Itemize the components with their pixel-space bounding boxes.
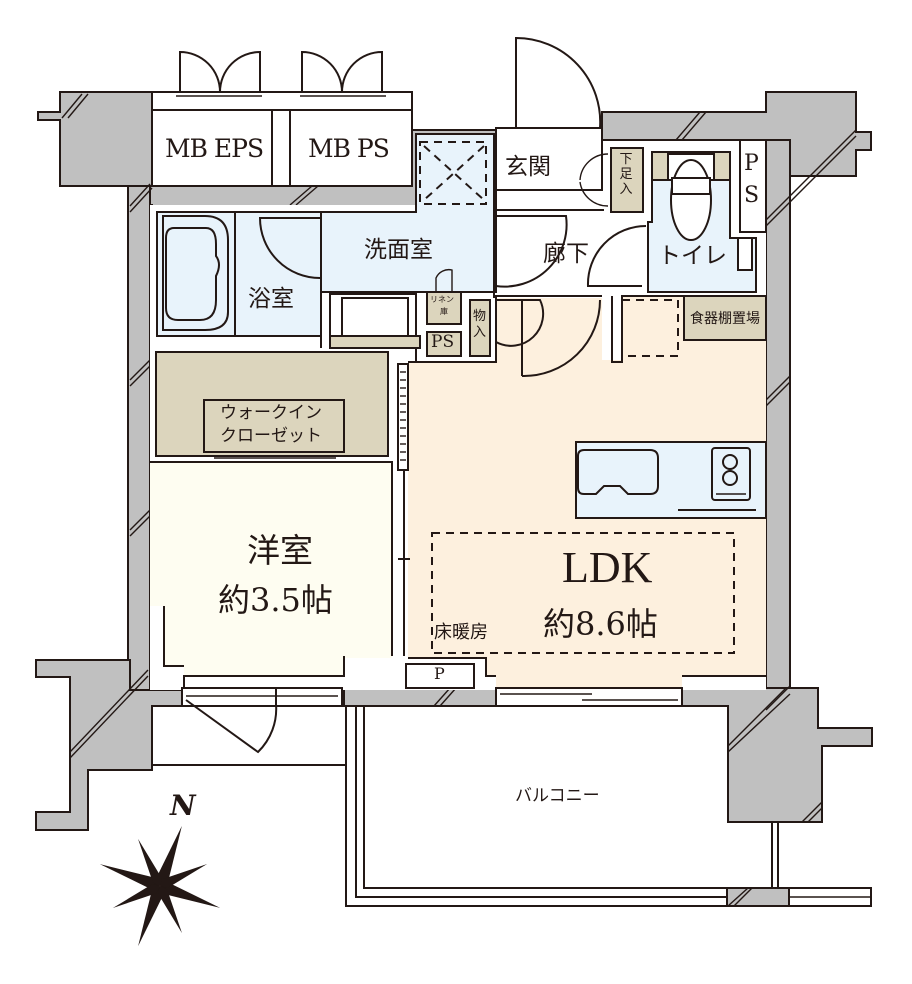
- linen-closet: [426, 291, 462, 325]
- ps-top-s-label: S: [744, 183, 760, 208]
- floor-heating-label: 床暖房: [434, 622, 488, 643]
- ldk-label: LDK: [562, 543, 653, 592]
- genkan-label: 玄関: [505, 154, 551, 180]
- western-room-floor: [150, 462, 392, 676]
- dish-shelf-area: [683, 295, 767, 341]
- shoe-closet-label: 下足入: [619, 152, 633, 197]
- toilet-label: トイレ: [658, 243, 727, 269]
- linen-label-line2: 庫: [440, 307, 448, 316]
- ps-top-p-label: P: [744, 151, 759, 176]
- ldk-size: 約8.6帖: [543, 605, 658, 643]
- wic-label-line2: クローゼット: [220, 426, 322, 446]
- ps-small-box: [426, 331, 462, 357]
- storage-closet: [469, 299, 491, 357]
- pipe-box: [405, 663, 475, 689]
- ps-top-right: [739, 139, 767, 233]
- compass-rose-icon: [99, 825, 221, 947]
- storage-label-line1: 物: [473, 309, 487, 324]
- storage-label-line2: 入: [473, 325, 487, 340]
- hallway-label: 廊下: [543, 241, 589, 267]
- linen-label-line1: リネン: [430, 295, 454, 304]
- stove: [711, 447, 751, 501]
- washroom-label: 洗面室: [364, 237, 433, 263]
- genkan-floor: [495, 127, 603, 191]
- laundry-pan: [419, 141, 487, 205]
- pipe-p-label: P: [434, 664, 445, 683]
- floor-heating-area: [431, 532, 735, 654]
- kitchen-counter: [575, 441, 767, 519]
- western-room-size: 約3.5帖: [218, 581, 333, 619]
- wall-hatch-marks: [61, 93, 857, 907]
- ldk-outline: [408, 295, 766, 677]
- bathroom-label: 浴室: [248, 286, 294, 312]
- western-room-outline: [150, 461, 393, 690]
- mb-ps-label: MB PS: [308, 134, 390, 163]
- western-room-label: 洋室: [247, 531, 313, 570]
- ps-small-label: PS: [431, 332, 455, 352]
- mb-eps-label: MB EPS: [165, 134, 264, 163]
- balcony-label: バルコニー: [515, 786, 600, 806]
- washroom-floor: [320, 133, 497, 293]
- compass-north-label: N: [170, 789, 196, 822]
- bathroom-floor: [156, 211, 322, 337]
- balcony-rails: [345, 706, 872, 907]
- wic-label-line1: ウォークイン: [220, 403, 322, 423]
- shoe-closet: [610, 147, 644, 213]
- walk-in-closet-label-box: [203, 399, 345, 453]
- dish-shelf-label: 食器棚置場: [690, 311, 760, 327]
- windows-bottom: [181, 687, 683, 754]
- mb-closets: [151, 50, 413, 187]
